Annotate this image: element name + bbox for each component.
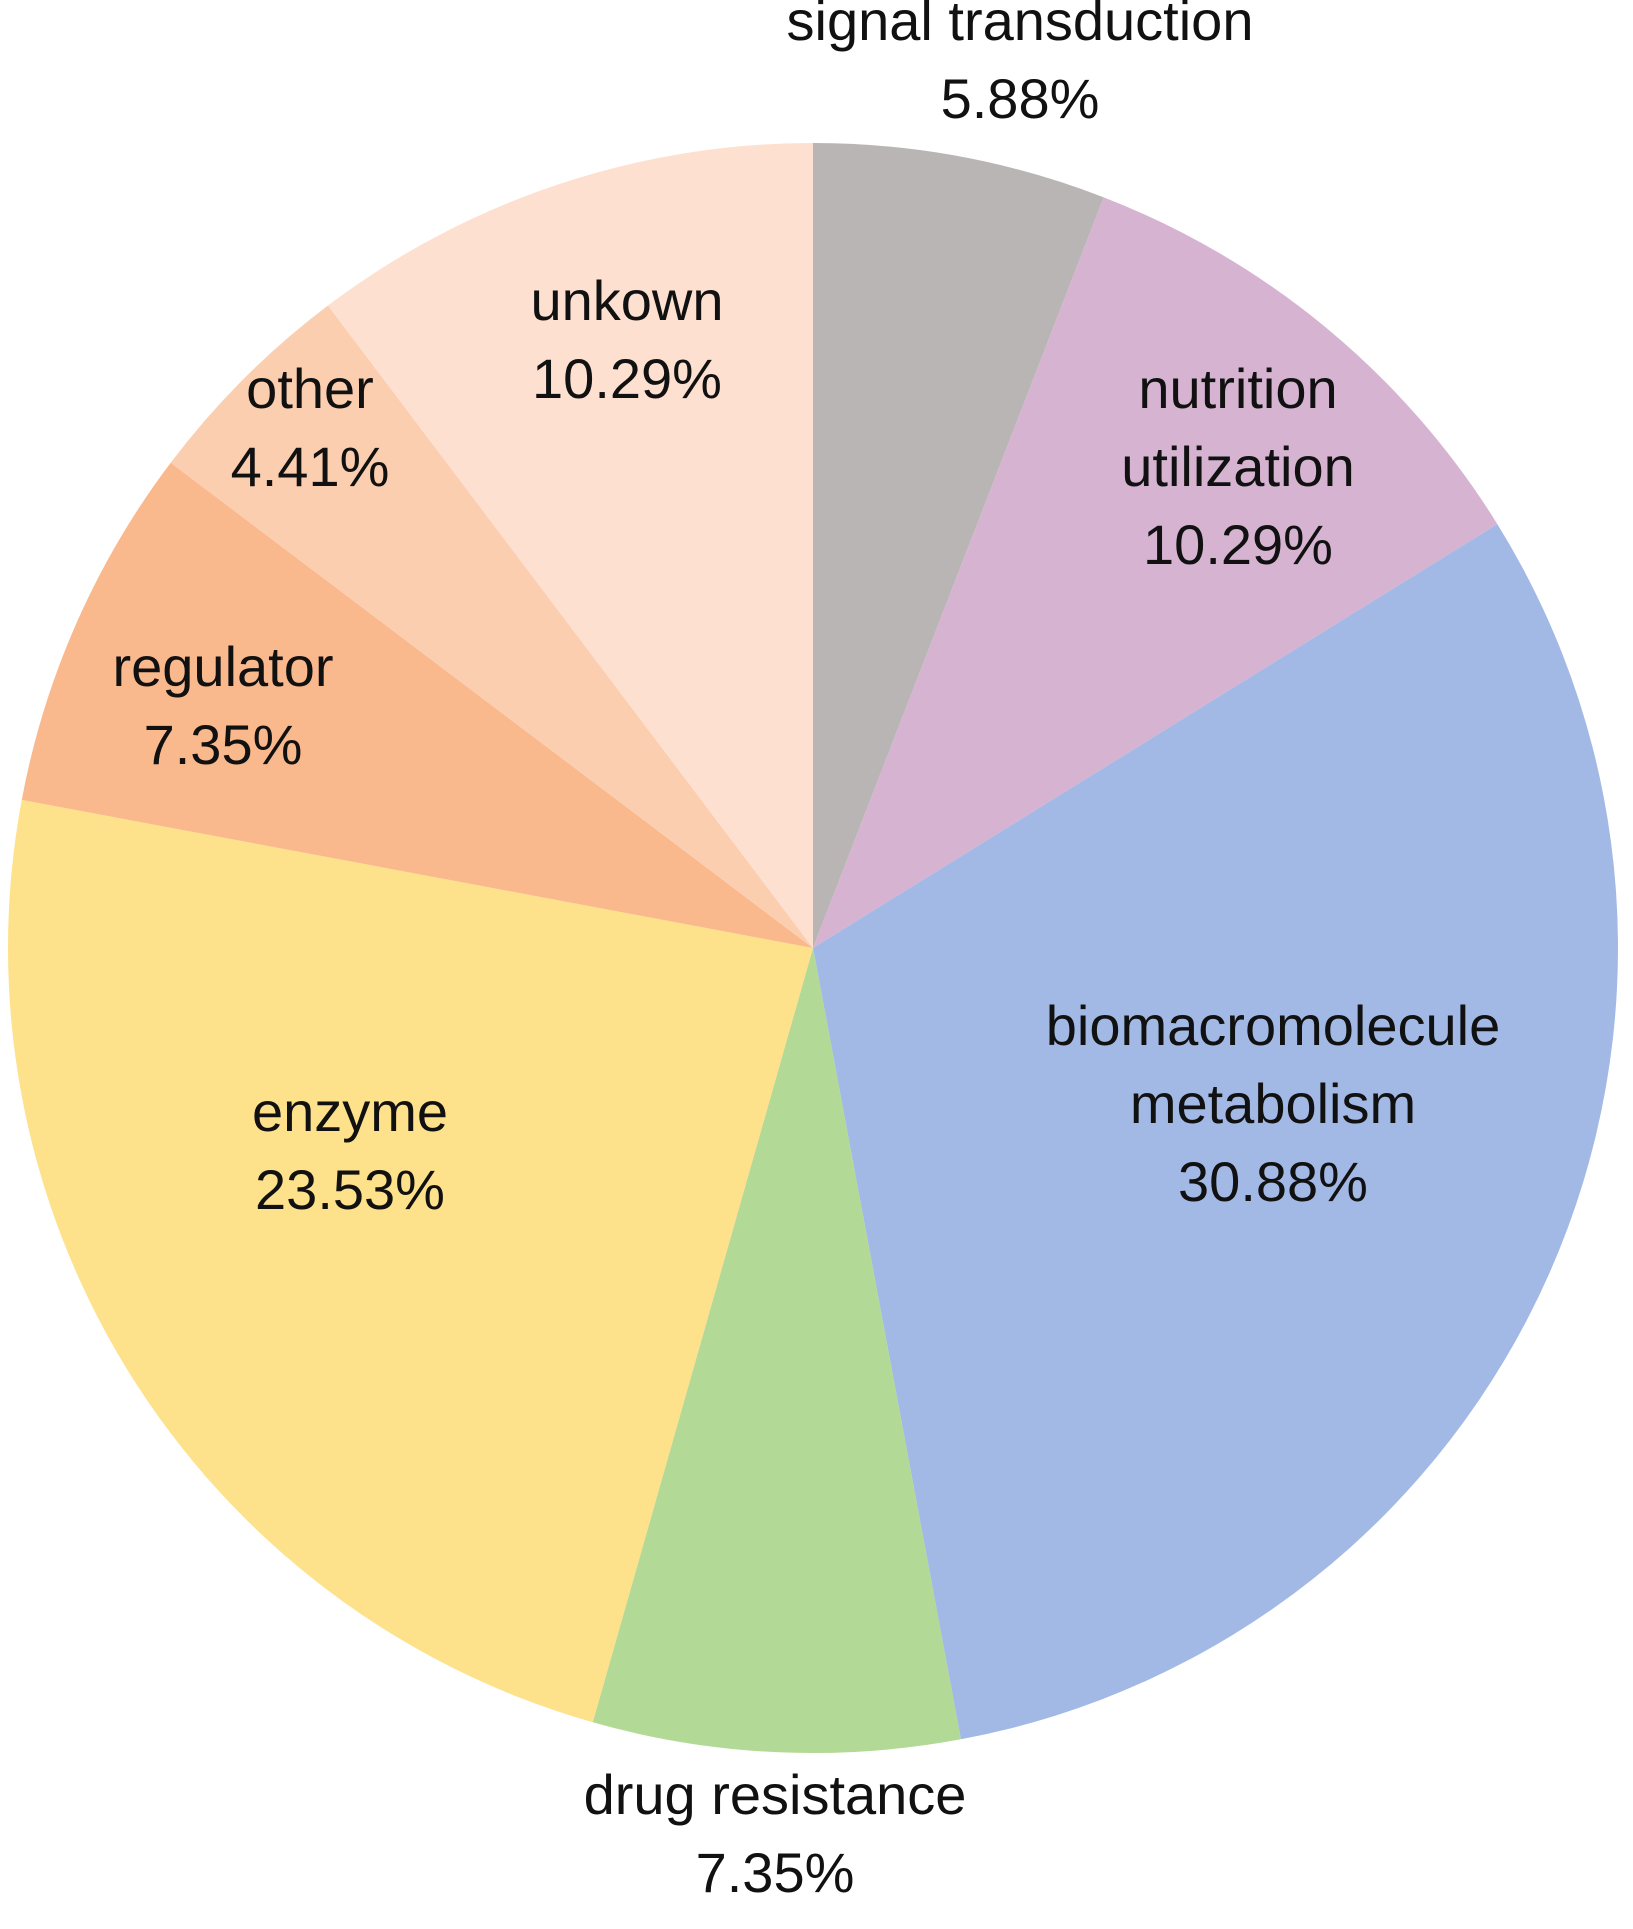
pie-slice-signal-transduction (813, 143, 1104, 948)
slice-label: nutrition utilization 10.29% (1121, 357, 1354, 576)
slice-percent: 7.35% (144, 713, 303, 776)
slice-label: biomacromolecule metabolism 30.88% (1046, 994, 1500, 1213)
slice-name: unkown (530, 269, 723, 332)
slice-percent: 10.29% (1143, 513, 1333, 576)
slice-percent: 10.29% (532, 347, 722, 410)
slice-name: drug resistance (584, 1763, 967, 1826)
slice-label: signal transduction 5.88% (787, 0, 1254, 130)
pie-labels: signal transduction 5.88% nutrition utiliza… (112, 0, 1500, 1904)
slice-percent: 5.88% (941, 67, 1100, 130)
slice-name: other (246, 357, 374, 420)
slice-name: regulator (112, 635, 333, 698)
slice-label: drug resistance 7.35% (584, 1763, 967, 1904)
pie-slice-other (170, 305, 813, 948)
slice-name: utilization (1121, 435, 1354, 498)
pie-slice-nutrition-utilization (813, 197, 1498, 949)
slice-percent: 4.41% (231, 435, 390, 498)
pie-slice-enzyme (8, 799, 813, 1723)
slice-name: nutrition (1138, 357, 1337, 420)
slice-percent: 30.88% (1178, 1150, 1368, 1213)
slice-label: unkown 10.29% (530, 269, 723, 410)
pie-slice-unkown (327, 143, 813, 948)
slice-label: other 4.41% (231, 357, 390, 498)
pie-slices (8, 143, 1619, 1754)
pie-slice-regulator (21, 462, 813, 948)
slice-percent: 23.53% (255, 1158, 445, 1221)
slice-label: regulator 7.35% (112, 635, 333, 776)
slice-name: metabolism (1130, 1072, 1416, 1135)
slice-label: enzyme 23.53% (252, 1080, 448, 1221)
slice-percent: 7.35% (696, 1841, 855, 1904)
slice-name: enzyme (252, 1080, 448, 1143)
slice-name: biomacromolecule (1046, 994, 1500, 1057)
slice-name: signal transduction (787, 0, 1254, 52)
pie-slice-biomacromolecule-metabolism (813, 524, 1619, 1740)
pie-slice-drug-resistance (592, 948, 961, 1754)
